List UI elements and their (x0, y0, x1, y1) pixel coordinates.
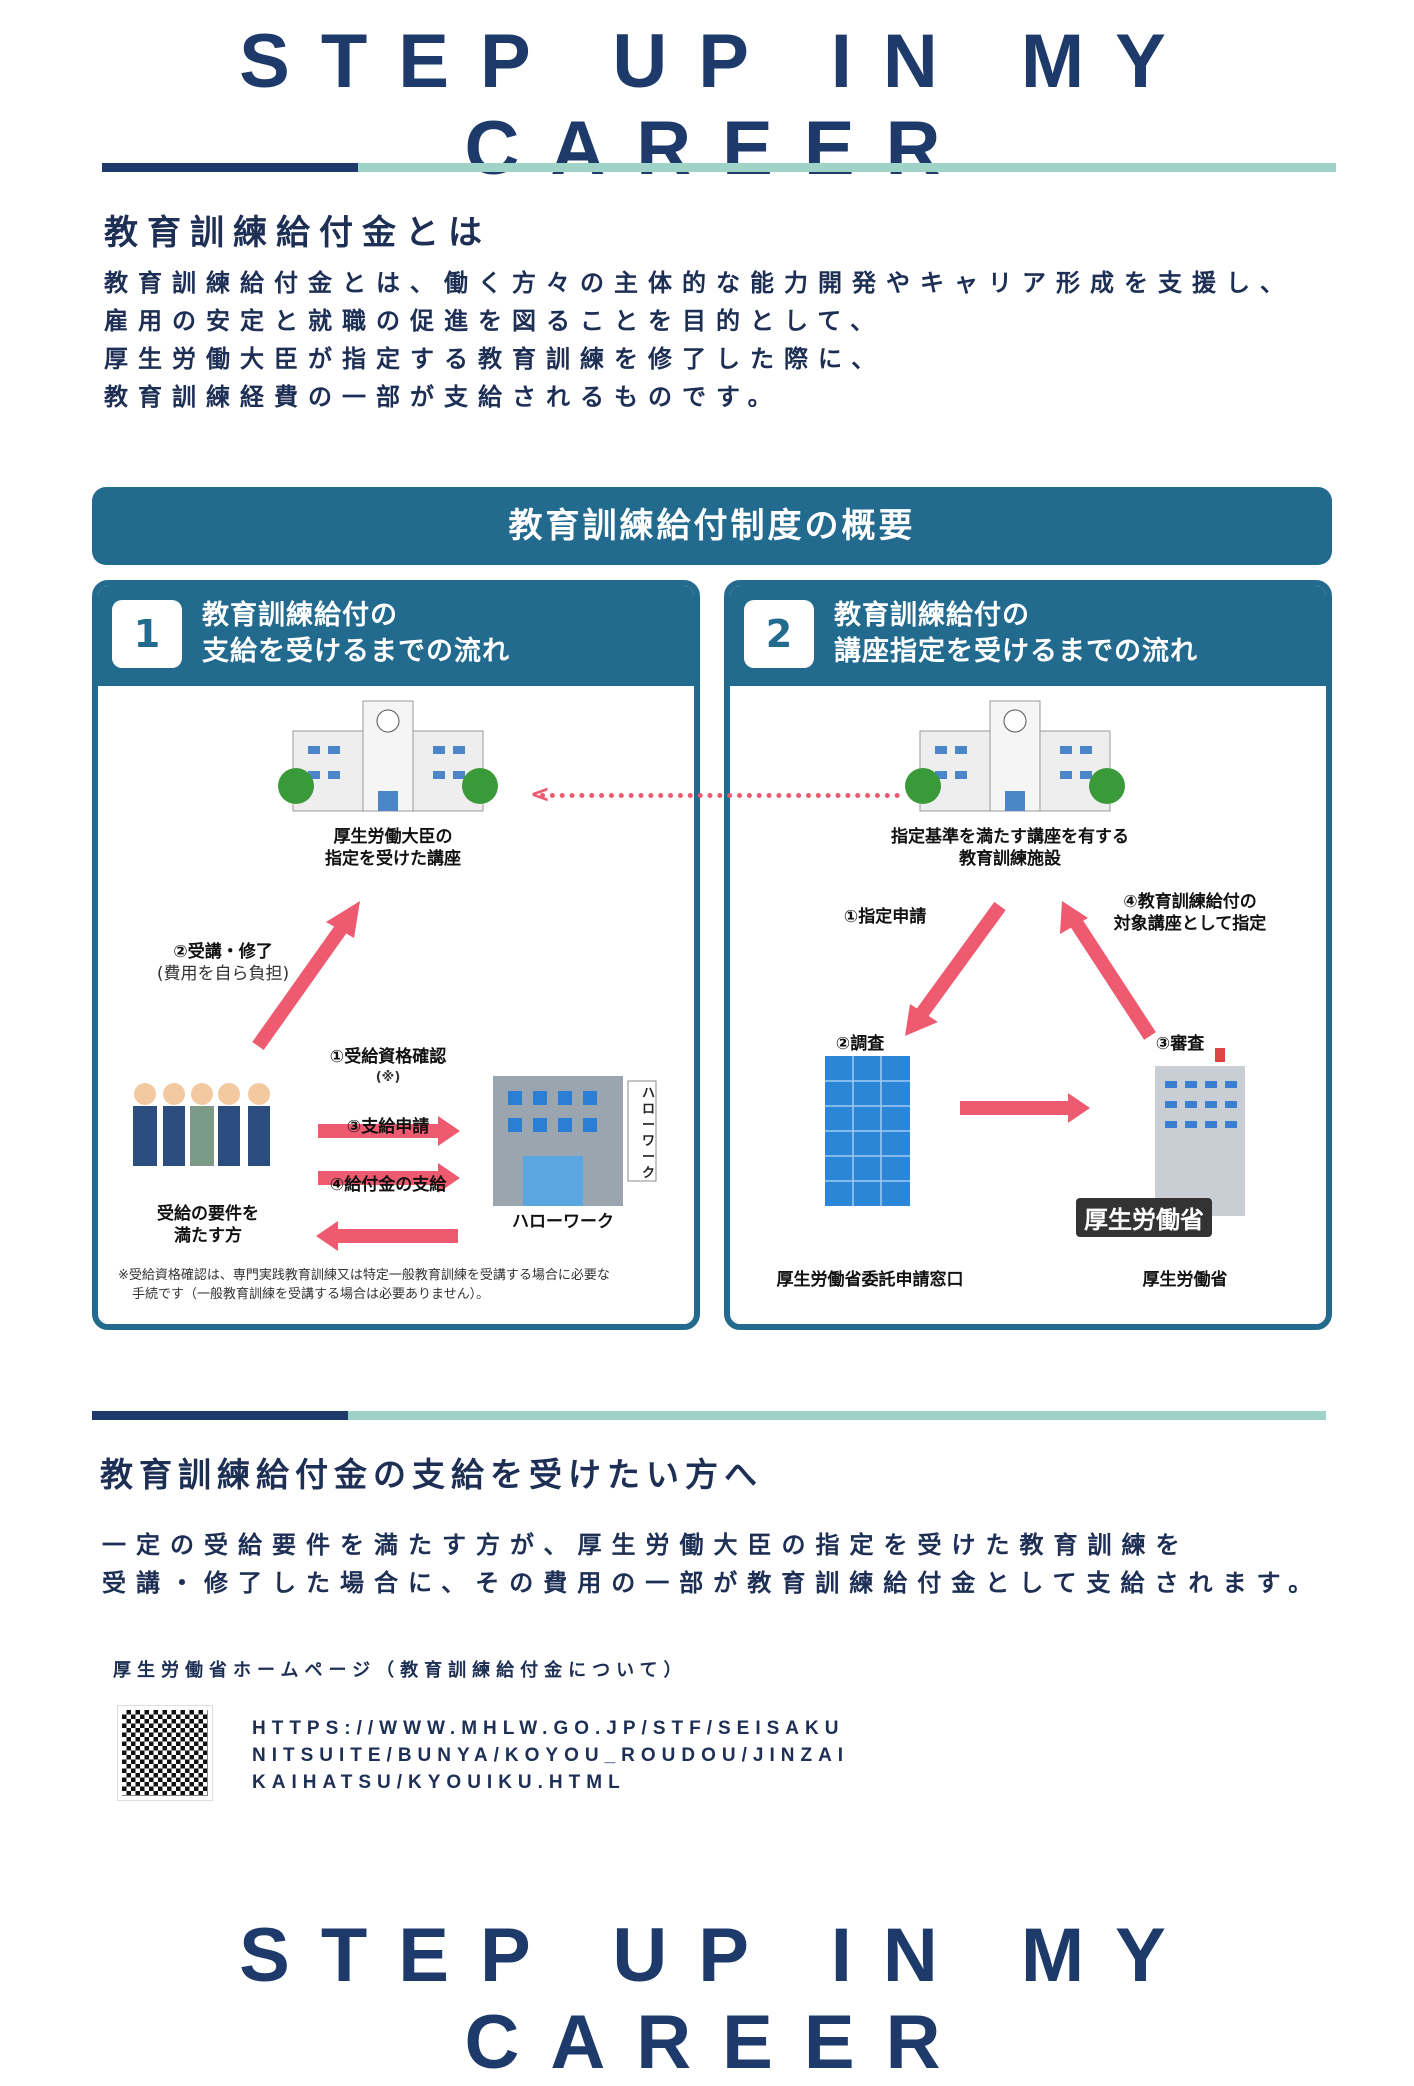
facility-label: 指定基準を満たす講座を有する教育訓練施設 (891, 827, 1129, 869)
footer-title: STEP UP IN MY CAREER (239, 1913, 1197, 2085)
divider-dark (92, 1411, 348, 1420)
panel-number: 1 (112, 600, 182, 668)
hellowork-building-icon (493, 1076, 657, 1206)
flow-diagram (825, 700, 1245, 1216)
ministry-sign: 厚生労働省 (1076, 1198, 1212, 1237)
arrow-left-icon: < (530, 780, 551, 808)
course-label: 厚生労働大臣の指定を受けた講座 (325, 827, 461, 869)
hellowork-sign: ハローワーク (642, 1086, 656, 1181)
panel-title: 教育訓練給付の講座指定を受けるまでの流れ (834, 600, 1198, 667)
overview-banner: 教育訓練給付制度の概要 (92, 487, 1332, 565)
divider-light (348, 1411, 1326, 1420)
ministry-label: 厚生労働省 (1142, 1270, 1228, 1290)
body-line: 受講・修了した場合に、その費用の一部が教育訓練給付金として支給されます。 (102, 1569, 1323, 1597)
people-icon (133, 1083, 270, 1166)
dotted-connector (540, 793, 900, 798)
people-label: 受給の要件を満たす方 (157, 1204, 259, 1246)
panel-designation-flow: 2 教育訓練給付の講座指定を受けるまでの流れ 厚生労働省 指定基準を満たす講座を… (724, 580, 1332, 1330)
body-line: 一定の受給要件を満たす方が、厚生労働大臣の指定を受けた教育訓練を (102, 1531, 1190, 1559)
step1-label: ①指定申請 (843, 907, 927, 927)
flow-diagram (133, 700, 657, 1251)
divider-light (358, 163, 1336, 172)
divider-dark (102, 163, 358, 172)
section-body: 教育訓練給付金とは、働く方々の主体的な能力開発やキャリア形成を支援し、 雇用の安… (104, 264, 1294, 416)
section-heading: 教育訓練給付金の支給を受けたい方へ (100, 1455, 763, 1494)
panel-benefit-flow: 1 教育訓練給付の支給を受けるまでの流れ ハローワーク 厚生労働大臣の指定を受け… (92, 580, 700, 1330)
hellowork-label: ハローワーク (512, 1212, 614, 1232)
panel-number: 2 (744, 600, 814, 668)
office-building-icon (825, 1056, 910, 1206)
office-label: 厚生労働省委託申請窓口 (776, 1270, 964, 1290)
school-building-icon (278, 700, 498, 812)
link-label: 厚生労働省ホームページ（教育訓練給付金について） (113, 1660, 688, 1681)
ministry-building-icon (1155, 1048, 1245, 1216)
step2-label: ②調査 (835, 1034, 885, 1054)
footnote: ※受給資格確認は、専門実践教育訓練又は特定一般教育訓練を受講する場合に必要な手続… (118, 1268, 610, 1302)
step3-label: ③支給申請 (346, 1117, 430, 1137)
section-heading: 教育訓練給付金とは (104, 213, 491, 253)
step3-label: ③審査 (1155, 1034, 1205, 1054)
school-building-icon (905, 700, 1125, 812)
qr-code[interactable] (117, 1705, 213, 1801)
body-line: 厚生労働大臣が指定する教育訓練を修了した際に、 (104, 345, 886, 373)
step4-label: ④給付金の支給 (329, 1175, 447, 1195)
arrow-up (252, 921, 349, 1051)
step4-label: ④教育訓練給付の対象講座として指定 (1113, 892, 1267, 934)
body-line: 雇用の安定と就職の促進を図ることを目的として、 (104, 307, 885, 335)
step1-label: ①受給資格確認(※) (329, 1047, 447, 1085)
section-body: 一定の受給要件を満たす方が、厚生労働大臣の指定を受けた教育訓練を 受講・修了した… (102, 1526, 1322, 1602)
panel-title: 教育訓練給付の支給を受けるまでの流れ (202, 600, 510, 667)
body-line: 教育訓練経費の一部が支給されるものです。 (104, 383, 782, 411)
step2-label: ②受講・修了(費用を自ら負担) (156, 942, 290, 984)
header-title: STEP UP IN MY CAREER (239, 19, 1197, 191)
body-line: 教育訓練給付金とは、働く方々の主体的な能力開発やキャリア形成を支援し、 (104, 269, 1294, 297)
